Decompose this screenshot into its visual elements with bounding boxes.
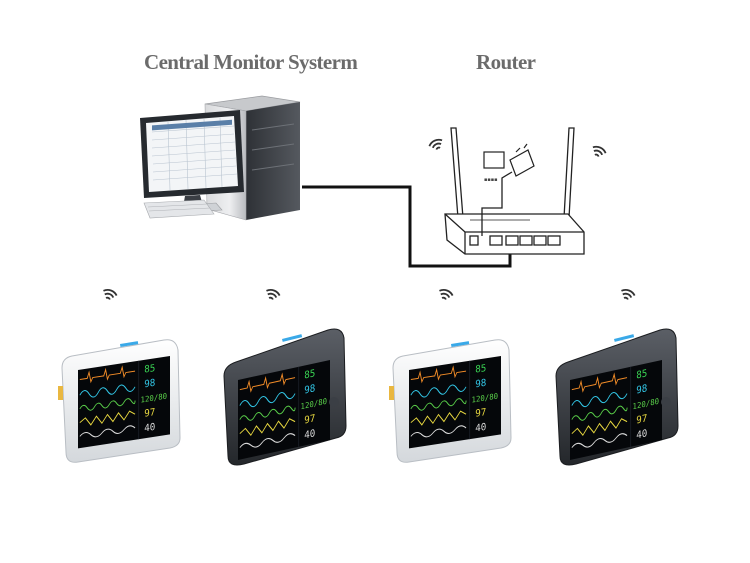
svg-text:▪▪▪▪: ▪▪▪▪ — [484, 177, 498, 183]
wifi-signal-icon — [436, 287, 455, 303]
central-monitor-label: Central Monitor Systerm — [144, 50, 358, 74]
wifi-signal-icon — [618, 287, 637, 303]
power-adapter-icon: ▪▪▪▪ — [483, 143, 535, 183]
wifi-signal-icon — [427, 136, 446, 153]
wifi-signal-icon — [100, 287, 119, 303]
wireless-router-icon — [444, 127, 585, 255]
patient-monitor-icon — [223, 328, 347, 466]
network-cable — [302, 185, 512, 268]
patient-monitor-icon — [58, 339, 181, 463]
desktop-computer-icon — [140, 95, 301, 221]
router-label: Router — [476, 50, 536, 74]
patient-monitor-icon — [389, 339, 512, 463]
wifi-signal-icon — [589, 143, 608, 160]
patient-monitor-icon — [555, 328, 679, 466]
wifi-signal-icon — [263, 287, 282, 303]
